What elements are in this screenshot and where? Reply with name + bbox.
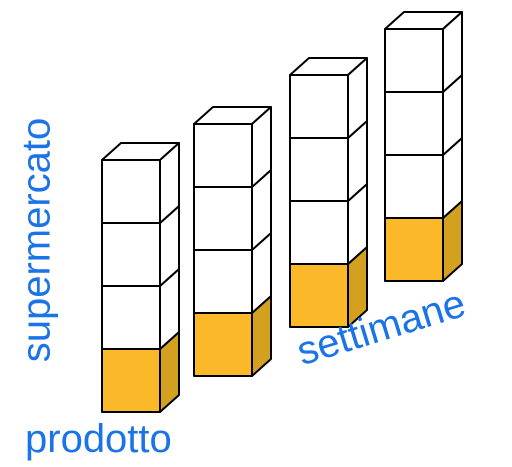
empty-cube (101, 142, 180, 224)
cube-front-face (289, 137, 349, 202)
cube-front-face (384, 154, 444, 219)
cube-column-3 (289, 57, 368, 328)
empty-cube (289, 57, 368, 139)
cube-front-face (384, 217, 444, 282)
cube-front-face (289, 74, 349, 139)
cube-column-4 (384, 11, 463, 282)
cube-front-face (101, 348, 161, 413)
cube-front-face (193, 249, 253, 314)
cube-front-face (101, 222, 161, 287)
empty-cube (193, 106, 272, 188)
cube-front-face (101, 159, 161, 224)
cube-front-face (384, 28, 444, 93)
cube-column-1 (101, 142, 180, 413)
empty-cube (384, 11, 463, 93)
cube-front-face (193, 312, 253, 377)
cube-front-face (384, 91, 444, 156)
supermercato-label: supermercato (14, 117, 59, 363)
cube-front-face (193, 186, 253, 251)
prodotto-label: prodotto (25, 417, 172, 461)
cube-front-face (289, 200, 349, 265)
cube-column-2 (193, 106, 272, 377)
cube-front-face (101, 285, 161, 350)
cube-front-face (193, 123, 253, 188)
